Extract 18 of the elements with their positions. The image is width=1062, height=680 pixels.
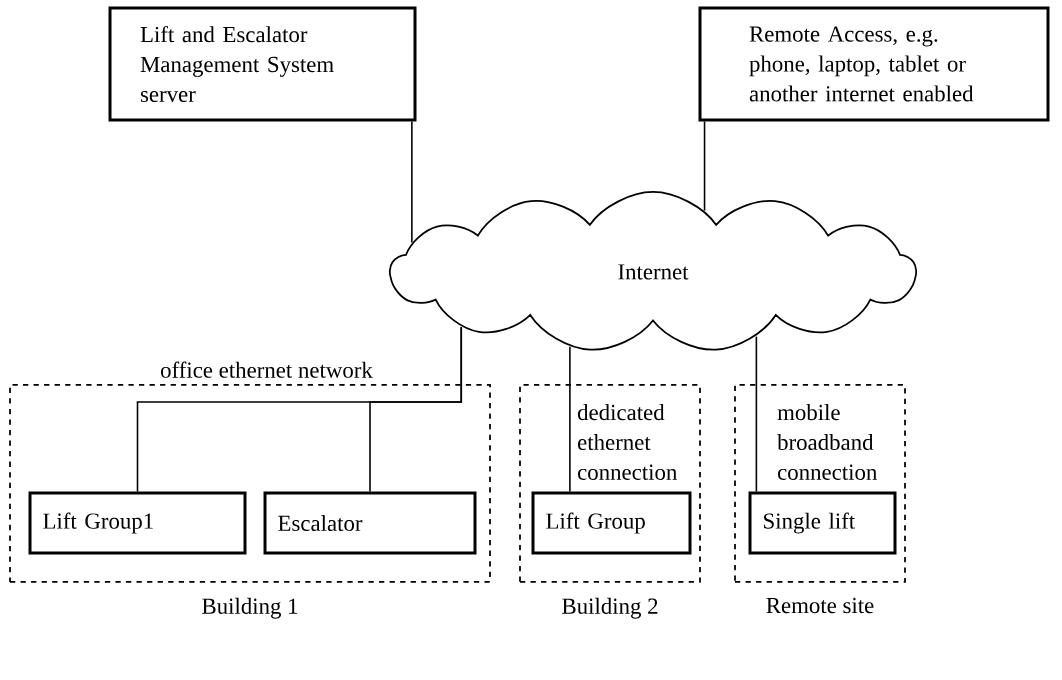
remote-access-box: Remote Access, e.g. phone, laptop, tablet or another internet enabled (698, 6, 1050, 122)
device-box: Lift Group1 (28, 491, 247, 555)
edge-label: dedicated ethernet connection (577, 404, 677, 480)
device-box: Single lift (748, 491, 897, 555)
connector-line (703, 120, 706, 212)
connector-line (411, 120, 413, 244)
area-caption: Remote site (766, 597, 874, 614)
edge-label: office ethernet network (161, 361, 373, 378)
connector-line (755, 335, 758, 493)
server-box: Lift and Escalator Management System server (108, 6, 417, 122)
internet-cloud: Internet (388, 191, 918, 351)
device-box: Lift Group (531, 491, 692, 555)
edge-label: mobile broadband connection (777, 404, 877, 480)
area-caption: Building 1 (202, 597, 298, 619)
connector-line (369, 326, 463, 493)
connector-line (569, 346, 571, 493)
area-caption: Building 2 (562, 597, 658, 619)
device-box: Escalator (263, 491, 477, 555)
